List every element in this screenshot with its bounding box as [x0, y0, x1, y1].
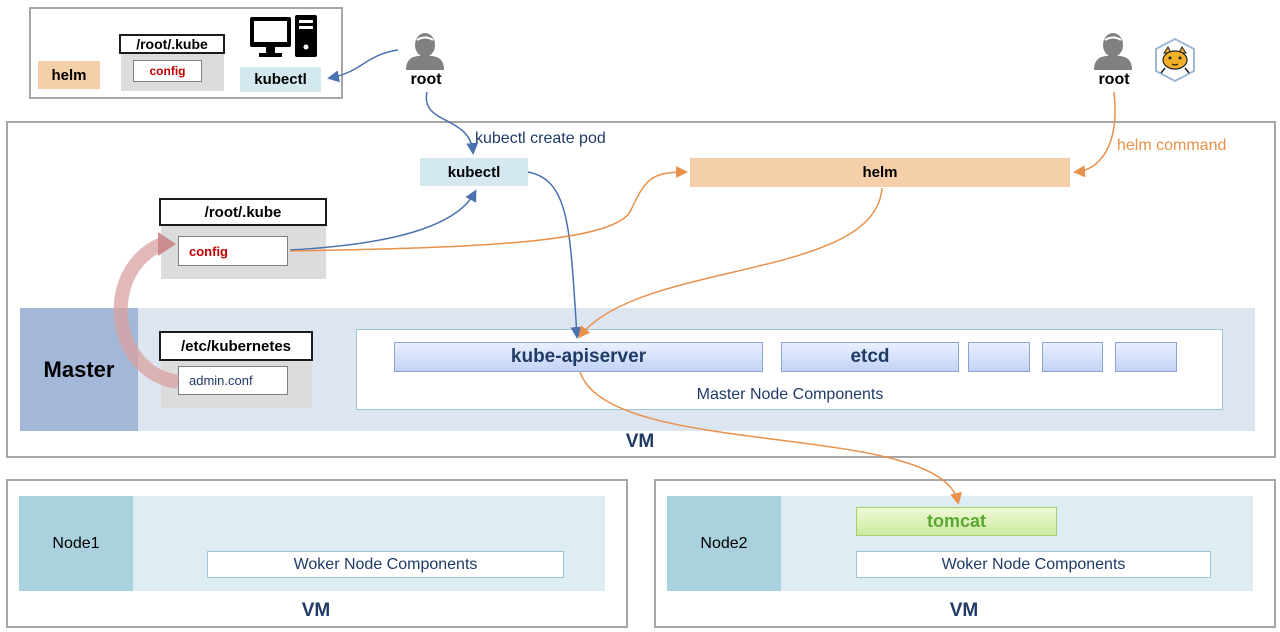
master-kubectl-box[interactable]: kubectl	[420, 158, 528, 186]
admin-root-label: root	[1098, 71, 1130, 88]
component-slot-box	[968, 342, 1030, 372]
master-components-label: Master Node Components	[696, 386, 884, 403]
client-kube-dir: /root/.kube	[119, 34, 225, 54]
client-kubectl-box[interactable]: kubectl	[240, 67, 321, 92]
helm-command-annotation: helm command	[1117, 137, 1227, 154]
tomcat-box[interactable]: tomcat	[856, 507, 1057, 536]
master-label-block: Master	[20, 308, 138, 431]
user-icon	[1094, 33, 1132, 70]
client-config-file[interactable]: config	[133, 60, 202, 82]
user-icon	[406, 33, 444, 70]
admin-conf-file[interactable]: admin.conf	[178, 366, 288, 395]
component-slot-box	[1042, 342, 1103, 372]
k8s-dir: /etc/kubernetes	[159, 331, 313, 361]
client-root-label: root	[410, 71, 442, 88]
client-helm-box[interactable]: helm	[38, 61, 100, 89]
node2-components-box[interactable]: Woker Node Components	[856, 551, 1211, 578]
node1-components-box[interactable]: Woker Node Components	[207, 551, 564, 578]
node2-label-block: Node2	[667, 496, 781, 591]
kubectl-create-annotation: kubectl create pod	[475, 130, 606, 147]
master-helm-box[interactable]: helm	[690, 158, 1070, 187]
computer-icon	[250, 15, 317, 57]
node1-label-block: Node1	[19, 496, 133, 591]
node2-vm-label: VM	[949, 600, 979, 621]
master-config-file[interactable]: config	[178, 236, 288, 266]
master-vm-label: VM	[625, 431, 655, 452]
etcd-box[interactable]: etcd	[781, 342, 959, 372]
kube-apiserver-box[interactable]: kube-apiserver	[394, 342, 763, 372]
tomcat-logo-icon	[1155, 37, 1195, 83]
component-slot-box	[1115, 342, 1177, 372]
master-kube-dir: /root/.kube	[159, 198, 327, 226]
client-helm-label: helm	[51, 66, 87, 84]
node1-vm-label: VM	[301, 600, 331, 621]
